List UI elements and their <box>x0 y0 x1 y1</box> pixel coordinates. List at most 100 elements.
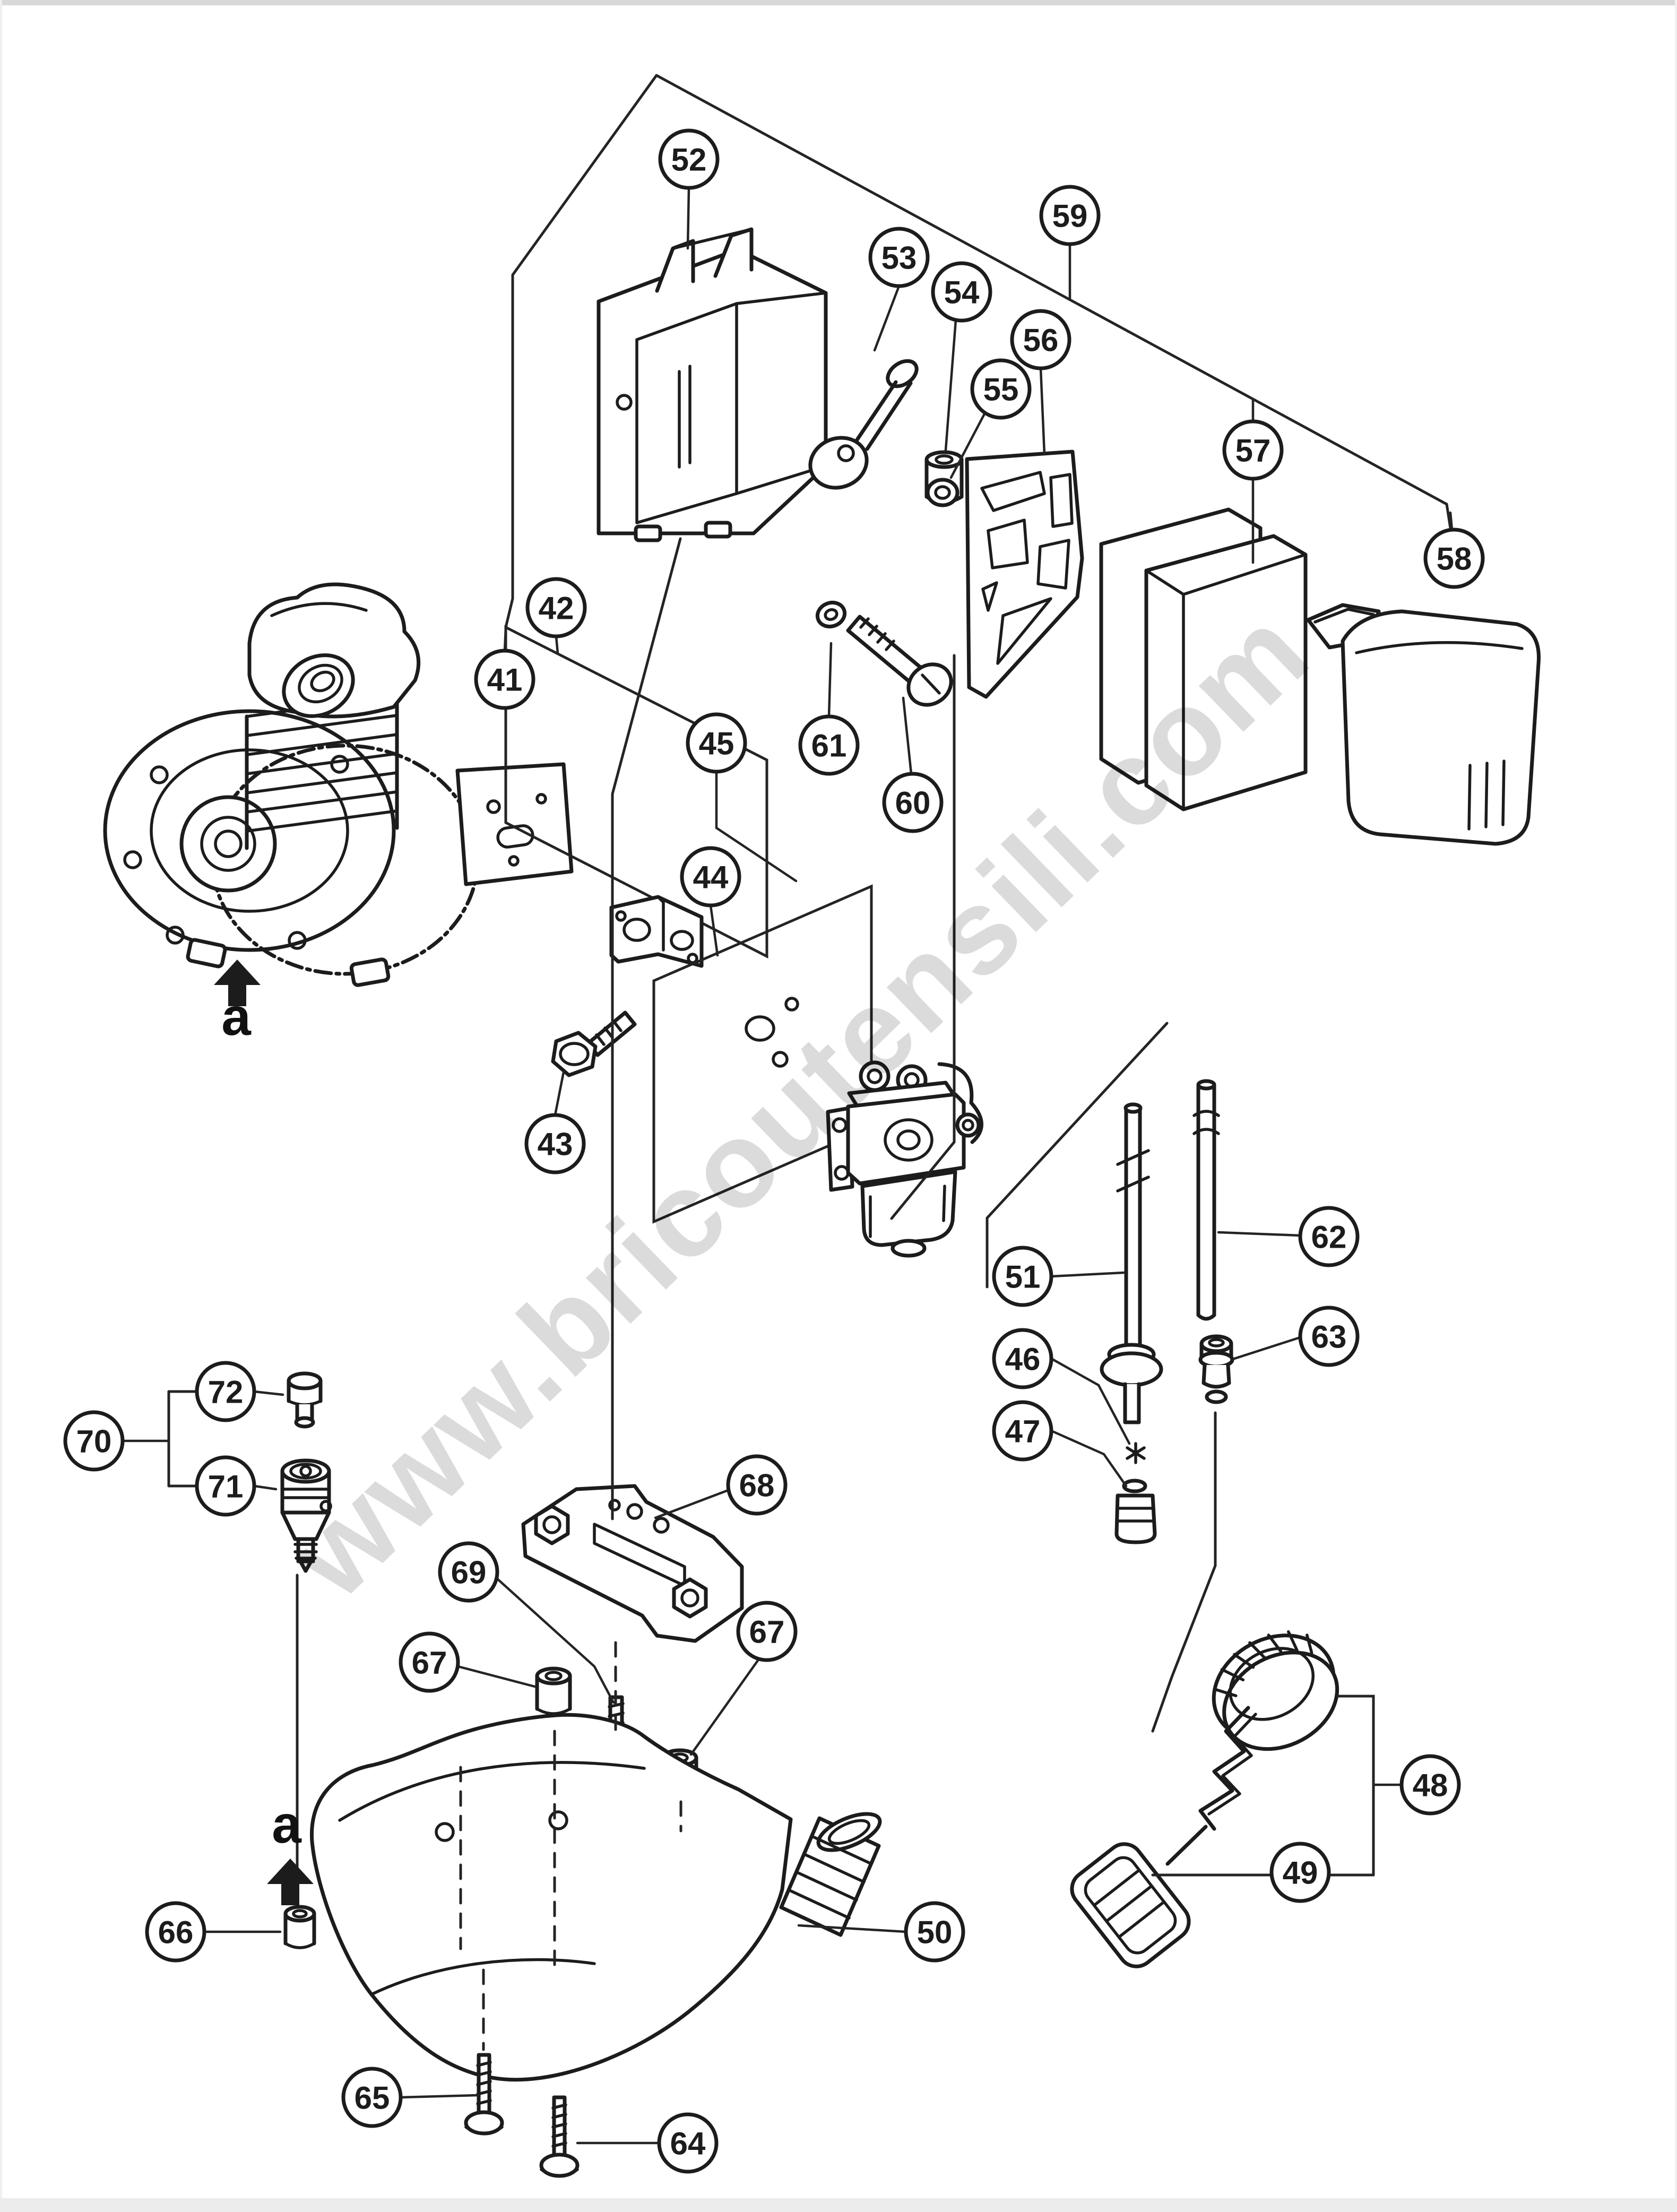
callout-circle <box>992 1328 1053 1389</box>
flange-bolt-hole <box>150 765 169 784</box>
callout-number: 68 <box>739 1468 775 1504</box>
callout-circle <box>1039 185 1101 246</box>
rod-51 <box>1124 1106 1142 1353</box>
cover-latch-line <box>1313 608 1375 624</box>
choke-lever-group <box>808 359 964 507</box>
leader-line-47 <box>1050 1429 1128 1488</box>
callout-43-2: 43 <box>524 1113 586 1174</box>
callout-69-29: 69 <box>438 1541 499 1603</box>
callout-circle <box>736 1601 798 1662</box>
orientation-markers: aa <box>214 960 314 1905</box>
callout-number: 67 <box>412 1645 447 1681</box>
callout-number: 42 <box>539 591 574 626</box>
intake-bore <box>298 663 343 704</box>
carb-pump-screw <box>867 1068 883 1084</box>
gasket-44-hole <box>745 1015 775 1042</box>
insulator-hole <box>615 910 627 922</box>
bracket-hole <box>653 1517 670 1534</box>
watermark-text: www.bricoutensili.com <box>264 583 1335 1624</box>
tank-screws <box>464 2053 580 2178</box>
leader-line-55 <box>949 411 987 479</box>
fin <box>245 790 399 814</box>
callout-circle <box>195 1455 256 1517</box>
construction-line <box>655 74 1452 530</box>
orientation-marker-0: a <box>214 960 261 1047</box>
construction-line <box>1151 1411 1217 1733</box>
retainer-49-paddle-inner <box>1084 1856 1177 1955</box>
callout-54-13: 54 <box>931 261 992 323</box>
fin <box>245 714 399 737</box>
carb-flange-hole <box>832 1117 848 1133</box>
callout-number: 53 <box>881 240 917 276</box>
air-filter-gasket <box>965 450 1084 699</box>
tank-boss <box>548 1810 568 1830</box>
callout-42-1: 42 <box>525 577 587 638</box>
washer-outer <box>926 478 959 507</box>
head-rib <box>270 602 368 617</box>
exploded-plane-42 <box>504 625 768 959</box>
fuel-pickup-group <box>1100 1102 1163 1544</box>
valve-72-tip <box>294 1416 315 1429</box>
spacer-67-top <box>535 1666 572 1686</box>
primer-valve-group <box>280 1371 332 1573</box>
retainer-49-paddle <box>1070 1842 1191 1968</box>
housing-body <box>597 247 828 535</box>
callout-45-4: 45 <box>686 712 747 774</box>
callout-number: 70 <box>76 1424 112 1459</box>
valve-72-top <box>287 1371 323 1390</box>
leader-line-65 <box>399 2094 479 2099</box>
fuel-cap-group <box>1070 1630 1339 1968</box>
leader-line-44 <box>709 904 719 957</box>
callout-circle <box>474 649 535 710</box>
construction-line <box>890 654 956 1220</box>
gasket-41-hole <box>486 799 501 814</box>
orientation-label: a <box>272 1795 302 1854</box>
pump-71-tip <box>298 1559 313 1573</box>
callout-number: 59 <box>1052 198 1088 234</box>
bracket-nut-bore <box>680 1588 699 1608</box>
callout-circle <box>904 1901 965 1963</box>
up-arrow-icon <box>267 1859 314 1905</box>
callout-circle <box>1222 419 1284 481</box>
gasket-41-hole <box>535 793 547 805</box>
construction-lines <box>167 74 1452 2051</box>
grommet-stem <box>1123 1382 1141 1424</box>
clip-46 <box>1126 1442 1146 1464</box>
valve-72-ring <box>287 1399 322 1406</box>
bushing-top <box>924 450 964 469</box>
cover-body <box>1341 609 1541 846</box>
housing-tab <box>704 521 732 539</box>
leader-line-52 <box>686 186 690 250</box>
page-edge-top <box>0 0 1677 5</box>
gasket-hole <box>996 597 1052 665</box>
leader-line-67 <box>689 1657 760 1756</box>
screw-65-threads <box>476 2061 492 2105</box>
callout-51-10: 51 <box>992 1246 1053 1307</box>
callout-circle <box>1423 528 1485 589</box>
callout-circle <box>341 2067 403 2128</box>
orientation-marker-1: a <box>267 1795 314 1905</box>
flange-bolt-hole <box>123 850 142 869</box>
bushing-bore <box>935 454 954 465</box>
washer-61-bore <box>824 608 839 621</box>
callout-56-15: 56 <box>1010 309 1071 370</box>
bracket-nut <box>672 1577 708 1619</box>
leader-line-60 <box>902 696 913 775</box>
intake-bore-inner <box>310 670 335 693</box>
leader-line-72 <box>253 1390 284 1396</box>
callout-52-11: 52 <box>658 128 720 190</box>
page-edge-bottom <box>0 2198 1677 2212</box>
screw-64-head-base <box>540 2168 579 2178</box>
callout-circle <box>657 2112 719 2174</box>
callout-number: 43 <box>538 1127 573 1162</box>
carb-fuel-inlet-bore <box>962 1119 974 1131</box>
callout-bubbles: 4142434445464748495051525354555657585960… <box>63 128 1485 2174</box>
screw-65-head-base <box>464 2125 504 2135</box>
pump-71-body <box>280 1469 331 1515</box>
crank-hub-inner <box>200 816 256 872</box>
callout-circle <box>798 714 860 776</box>
retainer-49-ribs <box>1092 1868 1166 1939</box>
callout-circle <box>726 1454 788 1516</box>
